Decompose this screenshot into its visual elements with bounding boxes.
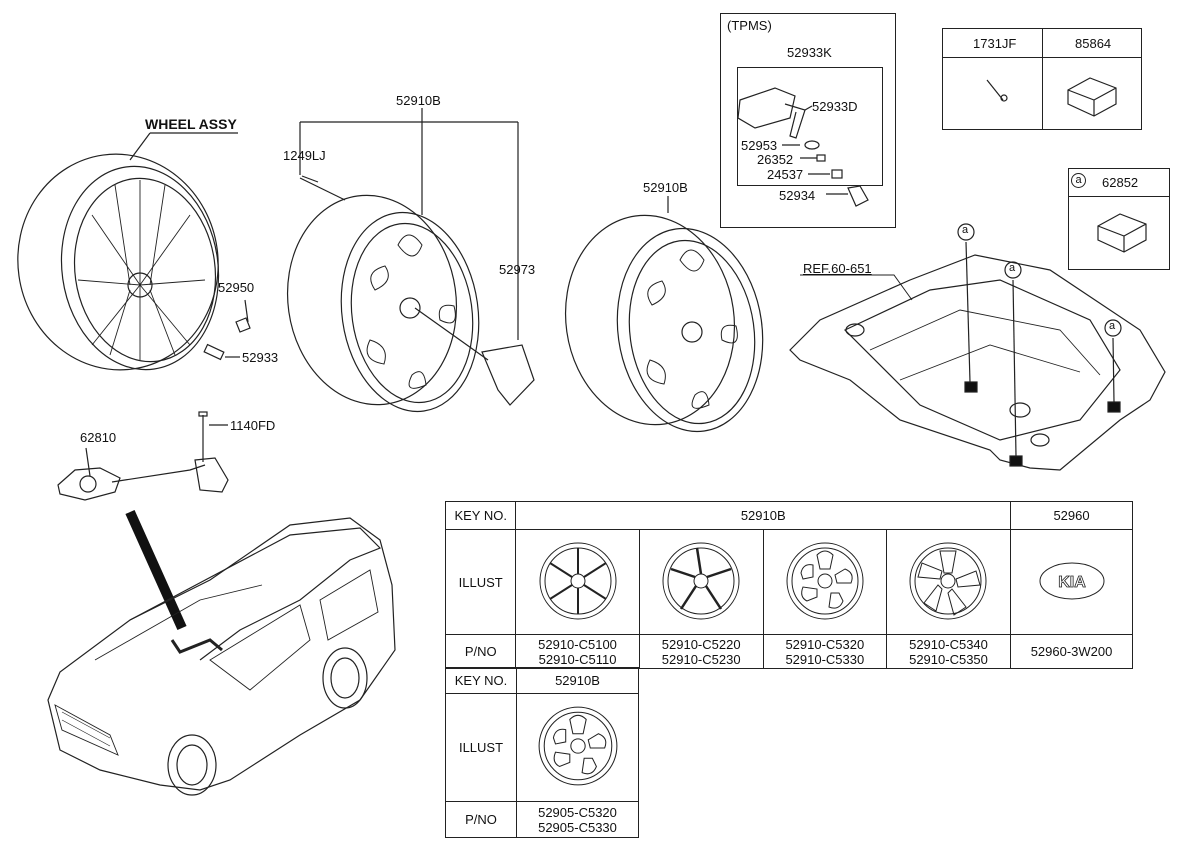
- carrier-bolt-label: 1140FD: [230, 418, 276, 433]
- carrier-drawing: [57, 411, 229, 501]
- wheel-assy-drawing: [17, 132, 251, 371]
- right-wheel-part-label: 52910B: [643, 180, 688, 195]
- wheel-illust-1: [515, 529, 640, 635]
- bolt-part-label: 1249LJ: [283, 148, 326, 163]
- tpms-part1-label: 52953: [741, 138, 778, 153]
- part-number: 52910-C5100: [538, 636, 617, 652]
- tpms-title: (TPMS): [727, 18, 772, 33]
- emblem-text: KIA: [1058, 574, 1086, 591]
- key-emblem-header: 52960: [1010, 501, 1133, 530]
- part-number: 52910-C5220: [661, 636, 741, 652]
- emblem-illust: KIA: [1010, 529, 1133, 635]
- tpms-drawing: [737, 87, 869, 207]
- pno-row-label: P/NO: [444, 634, 517, 669]
- key-main-header-2: 52910B: [516, 667, 639, 694]
- wheel-icon: [539, 542, 617, 619]
- floor-marker-3: a: [1109, 320, 1116, 332]
- floor-marker-2: a: [1009, 262, 1016, 274]
- illust-row-label: ILLUST: [444, 529, 517, 635]
- part-number: 52910-C5230: [661, 651, 741, 667]
- wheel-icon: [909, 542, 987, 619]
- wheel-illust-4: [885, 529, 1012, 635]
- small-parts-drawing: [986, 77, 1147, 253]
- tpms-part3-label: 24537: [767, 167, 804, 182]
- floor-marker-1: a: [962, 224, 969, 236]
- tpms-part2-label: 26352: [757, 152, 794, 167]
- tpms-kit-label: 52933K: [787, 45, 832, 60]
- tpms-sensor-label: 52933D: [812, 99, 858, 114]
- carrier-part-label: 62810: [80, 430, 117, 445]
- small-part-left-label: 1731JF: [973, 36, 1017, 51]
- part-number: 52910-C5110: [538, 651, 617, 667]
- right-wheel-drawing: [564, 196, 764, 433]
- pno-row-label-2: P/NO: [445, 801, 517, 838]
- wheel-icon: [786, 542, 864, 619]
- part-number: 52910-C5350: [909, 651, 988, 667]
- part-number: 52905-C5320: [538, 804, 617, 820]
- key-no-header-2: KEY NO.: [445, 667, 517, 694]
- a-part-box: [1068, 168, 1170, 270]
- part-number: 52905-C5330: [538, 819, 617, 835]
- cap-part-label: 52973: [499, 262, 536, 277]
- part-number: 52910-C5340: [909, 636, 988, 652]
- kia-emblem-icon: KIA: [1039, 562, 1105, 599]
- wheel-illust-3: [762, 529, 887, 635]
- tpms-box: [720, 13, 896, 228]
- floor-ref-label: REF.60-651: [803, 261, 872, 276]
- key-main-header: 52910B: [515, 501, 1012, 530]
- illust-row-label-2: ILLUST: [445, 693, 517, 802]
- vehicle-drawing: [47, 509, 396, 796]
- floor-panel-drawing: [789, 223, 1166, 471]
- tpms-part4-label: 52934: [779, 188, 816, 203]
- wheel-key-table: KEY NO. 52910B 52960 ILLUST KIA P/NO 529…: [444, 501, 1133, 669]
- small-part-right-label: 85864: [1075, 36, 1112, 51]
- key-no-header: KEY NO.: [444, 501, 517, 530]
- small-parts-divider-v: [1042, 28, 1043, 130]
- wheel-icon: [538, 706, 617, 786]
- wheel-assy-label: WHEEL ASSY: [145, 116, 237, 132]
- wheel-illust-2: [638, 529, 764, 635]
- a-part-divider: [1068, 196, 1170, 197]
- a-part-marker: a: [1071, 173, 1086, 188]
- valve-part-label: 52933: [242, 350, 279, 365]
- part-number: 52910-C5330: [785, 651, 865, 667]
- part-number: 52910-C5320: [785, 636, 865, 652]
- tpms-kit-box: [737, 67, 883, 186]
- a-part-label: 62852: [1102, 175, 1139, 190]
- part-number: 52960-3W200: [1030, 644, 1113, 659]
- nut-part-label: 52950: [218, 280, 255, 295]
- center-wheel-drawing: [286, 108, 535, 413]
- wheel-icon: [662, 542, 740, 619]
- pno-cell-emblem: 52960-3W200: [1010, 634, 1133, 669]
- wheel-illust-5: [516, 693, 639, 802]
- center-wheel-part-label: 52910B: [396, 93, 441, 108]
